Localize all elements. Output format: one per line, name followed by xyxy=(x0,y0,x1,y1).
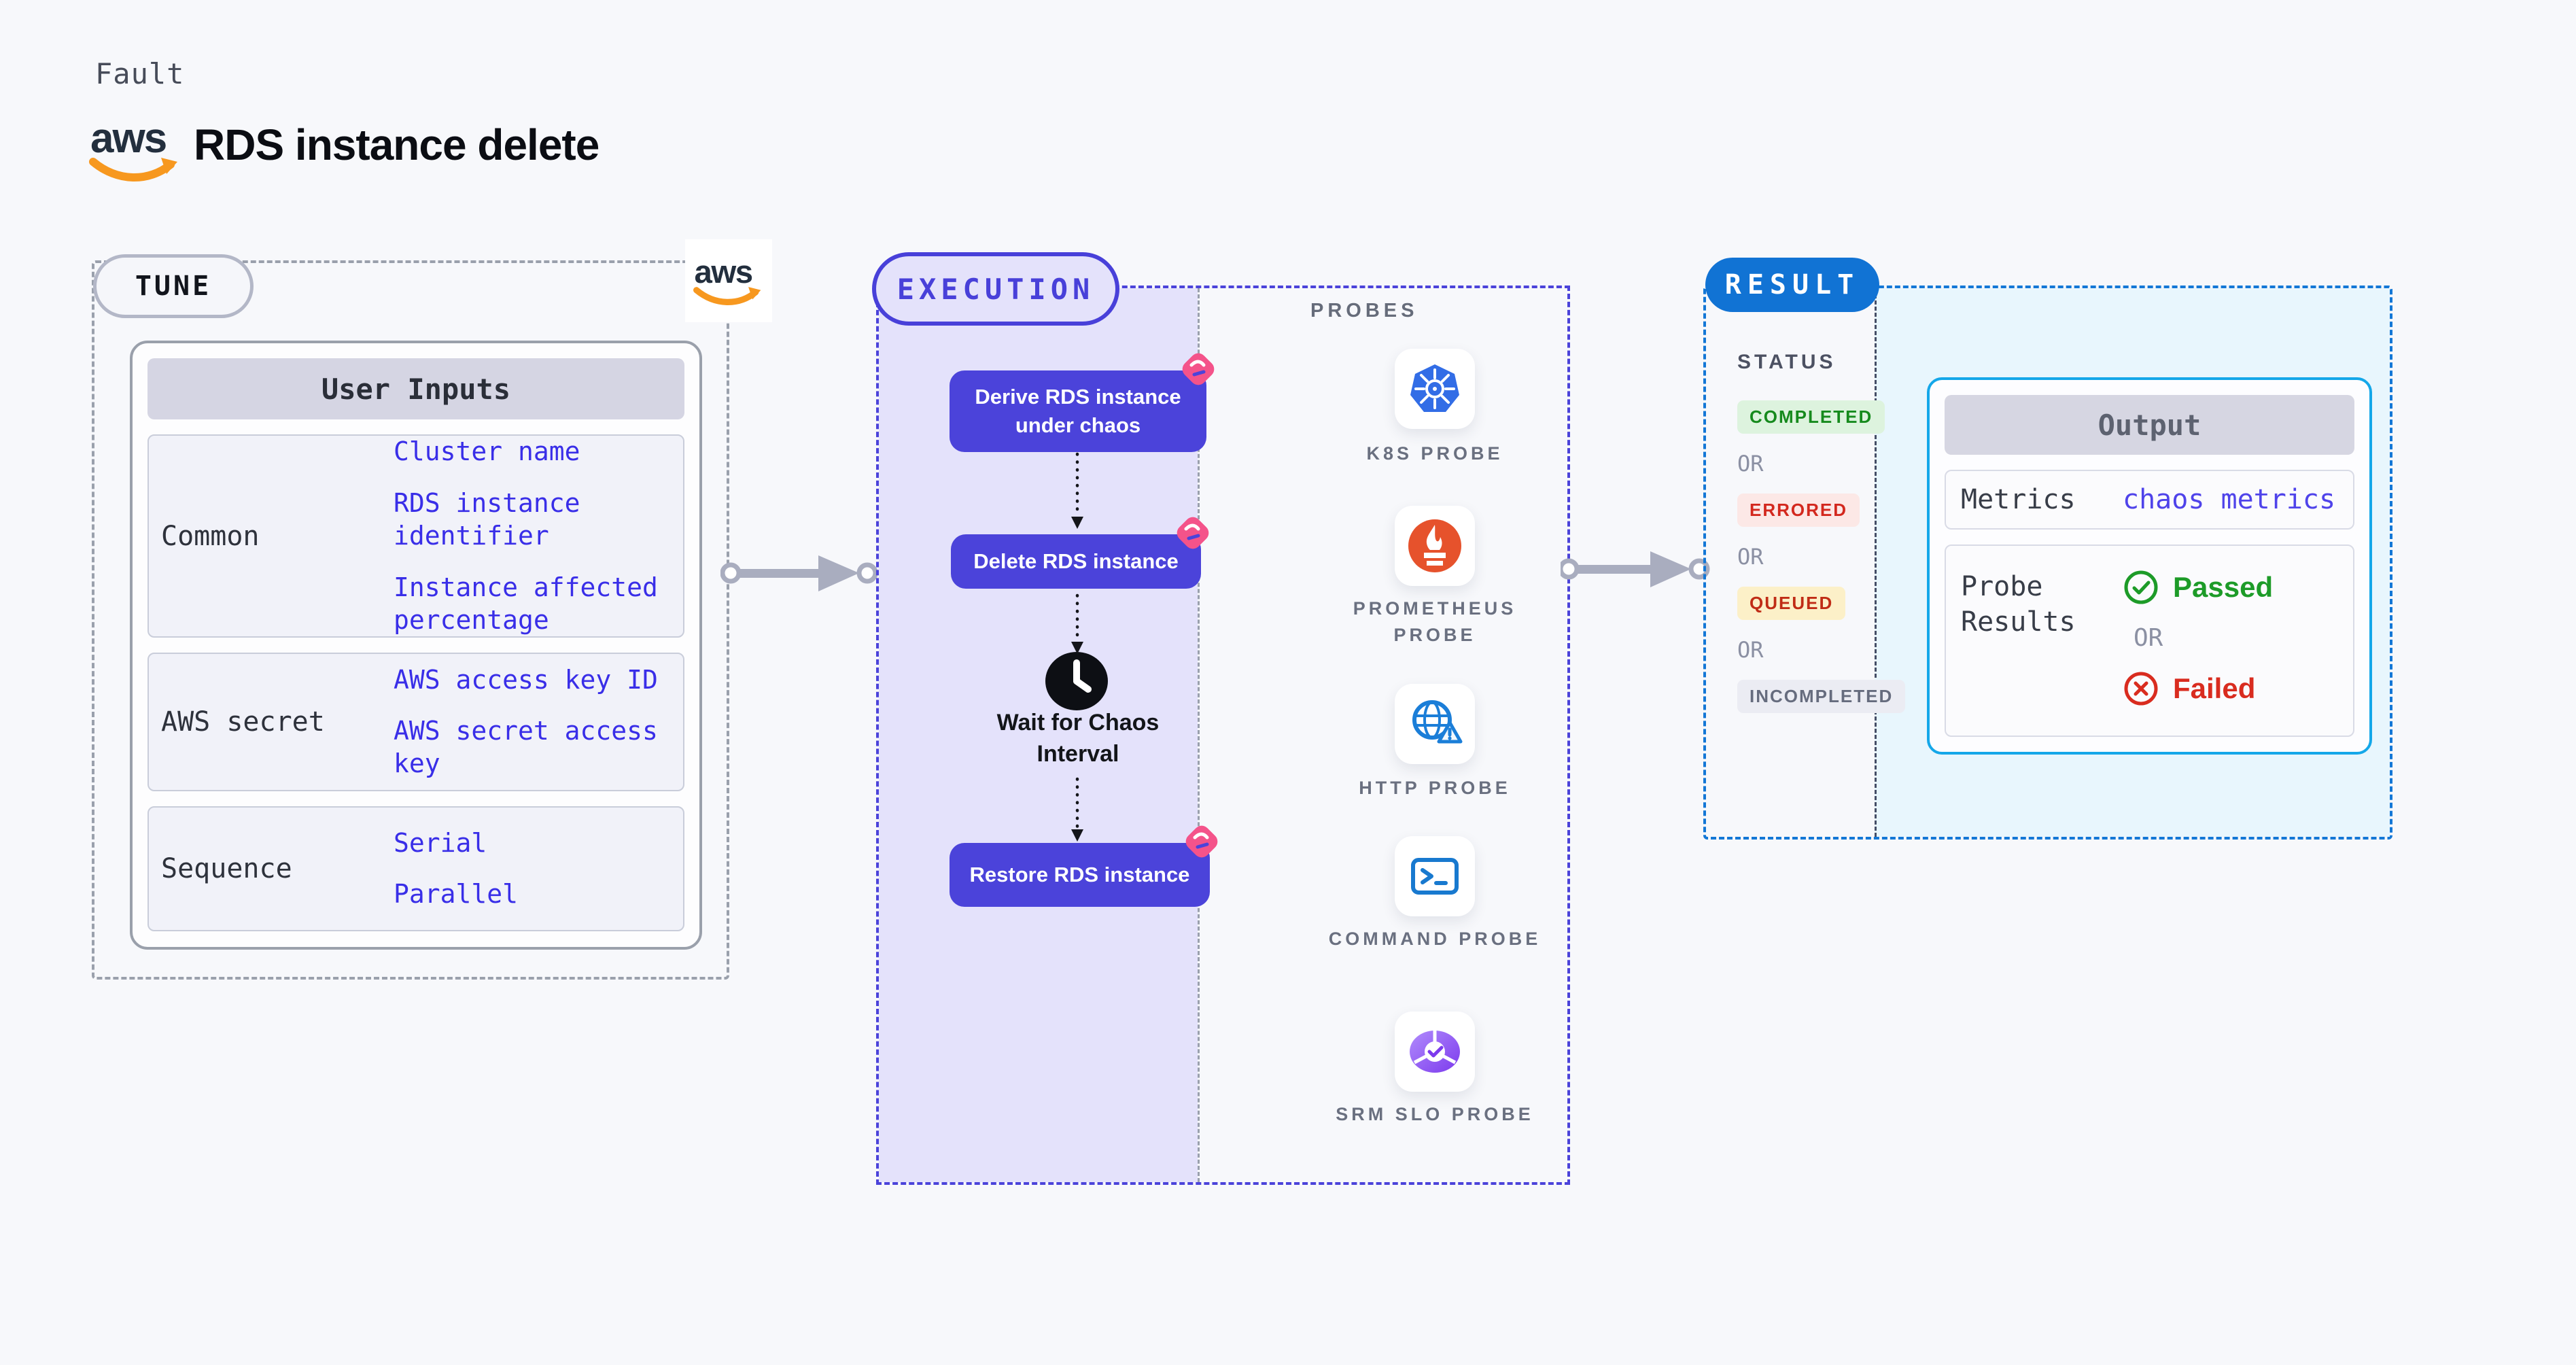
probes-divider xyxy=(1198,288,1200,1182)
probe-card xyxy=(1395,1012,1475,1092)
passed-outcome: Passed xyxy=(2123,569,2273,606)
x-circle-icon xyxy=(2124,672,2158,706)
output-table: Output Metrics chaos metrics Probe Resul… xyxy=(1927,377,2372,755)
row-label: Sequence xyxy=(161,853,292,885)
status-header: STATUS xyxy=(1737,351,1837,373)
user-inputs-table: User Inputs Common Cluster name RDS inst… xyxy=(130,341,702,950)
step-node-delete-rds: Delete RDS instance xyxy=(951,517,1209,589)
probe-label: SRM SLO PROBE xyxy=(1336,1104,1534,1124)
page-title: RDS instance delete xyxy=(194,120,599,169)
prometheus-icon xyxy=(1408,519,1461,572)
or-label: OR xyxy=(2134,624,2163,652)
aws-wordmark-text: aws xyxy=(90,115,166,162)
flow-arrow-icon xyxy=(1068,776,1086,848)
step-node-label: Restore RDS instance xyxy=(969,863,1190,887)
input-link[interactable]: AWS secret access key xyxy=(394,716,658,779)
input-link[interactable]: AWS access key ID xyxy=(394,664,658,695)
wait-interval-label: Wait for Chaos Interval xyxy=(996,710,1160,767)
step-node-restore-rds: Restore RDS instance xyxy=(950,825,1218,907)
probe-label: PROMETHEUS PROBE xyxy=(1353,598,1517,646)
step-node-label: Delete RDS instance xyxy=(973,549,1179,574)
status-badge-incompleted: INCOMPLETED xyxy=(1737,680,1906,713)
output-header: Output xyxy=(1945,395,2354,455)
result-section-badge: RESULT xyxy=(1705,258,1879,312)
probe-label: HTTP PROBE xyxy=(1359,778,1511,798)
connector-arrow-icon xyxy=(1558,547,1713,595)
table-row: AWS secret AWS access key ID AWS secret … xyxy=(147,653,684,792)
probe-card xyxy=(1395,506,1475,586)
or-label: OR xyxy=(1737,544,1764,570)
probe-label: COMMAND PROBE xyxy=(1328,929,1542,949)
tune-section-badge: TUNE xyxy=(93,254,254,318)
kubernetes-icon xyxy=(1410,364,1459,412)
input-link[interactable]: Serial xyxy=(394,827,487,858)
metrics-label: Metrics xyxy=(1961,484,2076,515)
clock-icon xyxy=(1045,651,1109,715)
status-column: STATUS COMPLETED OR ERRORED OR QUEUED OR… xyxy=(1737,351,1906,713)
table-row: Sequence Serial Parallel xyxy=(147,806,684,932)
connector-arrow-icon xyxy=(720,551,881,599)
probe-results-label: Probe Results xyxy=(1961,571,2076,638)
probe-results-row: Probe Results Passed OR Failed xyxy=(1945,545,2354,737)
chaos-tag-icon xyxy=(1180,820,1223,871)
input-link[interactable]: Parallel xyxy=(394,879,519,910)
slo-check-icon xyxy=(1410,1030,1460,1073)
aws-logo: aws xyxy=(89,114,181,188)
status-divider xyxy=(1875,288,1877,837)
svg-text:aws: aws xyxy=(695,254,752,290)
passed-label: Passed xyxy=(2173,571,2274,603)
status-badge-queued: QUEUED xyxy=(1737,587,1846,620)
probe-card xyxy=(1395,349,1475,429)
metrics-row: Metrics chaos metrics xyxy=(1945,470,2354,530)
input-link[interactable]: Instance affected percentage xyxy=(394,572,658,635)
flow-arrow-icon xyxy=(1068,451,1086,535)
failed-label: Failed xyxy=(2173,672,2256,704)
flow-arrow-icon xyxy=(1068,593,1086,660)
check-circle-icon xyxy=(2124,570,2158,604)
execution-section-badge: EXECUTION xyxy=(872,252,1119,326)
probe-label: K8S PROBE xyxy=(1366,443,1503,464)
chaos-tag-icon xyxy=(1171,511,1215,562)
failed-outcome: Failed xyxy=(2123,670,2273,707)
aws-logo-small: aws xyxy=(685,239,772,322)
chaos-metrics-link[interactable]: chaos metrics xyxy=(2123,484,2336,515)
probe-card xyxy=(1395,684,1475,764)
probe-card xyxy=(1395,836,1475,916)
tune-container xyxy=(92,260,729,980)
row-label: AWS secret xyxy=(161,706,325,738)
or-label: OR xyxy=(1737,451,1764,477)
probes-header: PROBES xyxy=(1310,300,1418,322)
input-link[interactable]: Cluster name xyxy=(394,436,580,466)
row-label: Common xyxy=(161,520,260,552)
step-node-derive-rds: Derive RDS instance under chaos xyxy=(950,353,1215,452)
table-row: Common Cluster name RDS instance identif… xyxy=(147,434,684,638)
step-node-label: Derive RDS instance under chaos xyxy=(975,385,1181,437)
chaos-tag-icon xyxy=(1177,347,1220,398)
globe-alert-icon xyxy=(1412,700,1463,744)
fault-kind-label: Fault xyxy=(95,57,185,90)
status-badge-errored: ERRORED xyxy=(1737,494,1860,527)
terminal-icon xyxy=(1411,858,1459,895)
or-label: OR xyxy=(1737,637,1764,663)
input-link[interactable]: RDS instance identifier xyxy=(394,487,580,551)
status-badge-completed: COMPLETED xyxy=(1737,400,1885,434)
user-inputs-header: User Inputs xyxy=(147,358,684,419)
